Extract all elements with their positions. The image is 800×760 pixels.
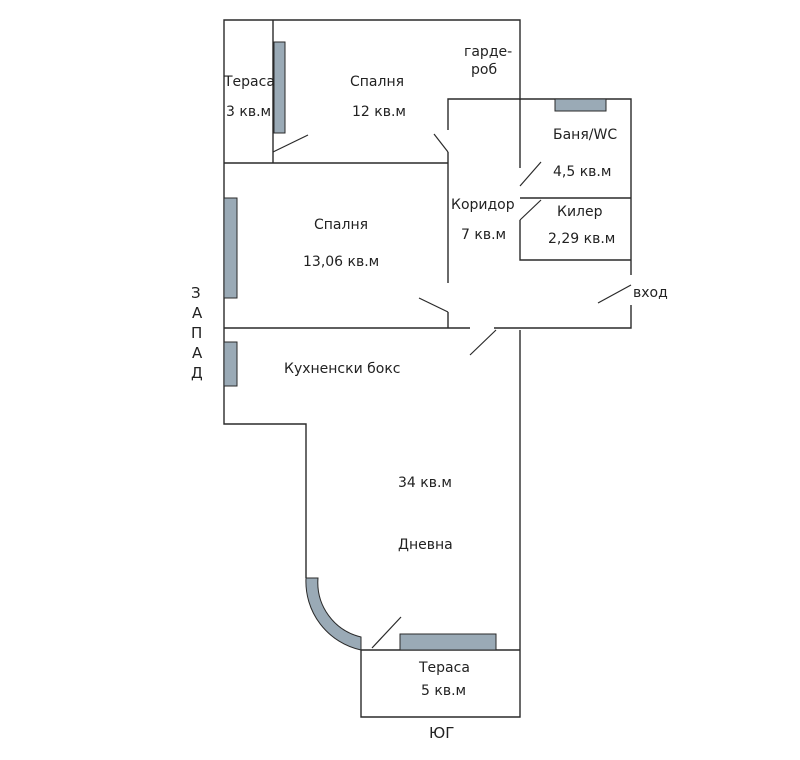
bedroom-1-name: Спалня	[350, 74, 404, 90]
bathroom-name: Баня/WC	[553, 127, 617, 143]
bedroom-2-area: 13,06 кв.м	[303, 254, 379, 270]
door-terrace-south	[371, 616, 402, 649]
door-terrace-nw	[272, 134, 309, 153]
window-bath	[554, 98, 607, 112]
corridor-area: 7 кв.м	[461, 227, 506, 243]
outer-wall-south	[360, 330, 521, 718]
west-letter-2: А	[192, 304, 203, 322]
south-label: ЮГ	[429, 724, 454, 742]
storage-wall	[519, 220, 631, 261]
door-bedroom-1	[433, 133, 449, 153]
door-storage	[519, 199, 542, 221]
terrace-nw-area: 3 кв.м	[226, 104, 271, 120]
terrace-south-area: 5 кв.м	[421, 683, 466, 699]
bedroom-2-name: Спалня	[314, 217, 368, 233]
storage-name: Килер	[557, 204, 603, 220]
living-room-name: Дневна	[398, 537, 453, 553]
west-letter-1: З	[191, 284, 201, 302]
storage-area: 2,29 кв.м	[548, 231, 615, 247]
terrace-nw-name: Тераса	[223, 74, 275, 90]
window-terrace-nw	[273, 41, 286, 134]
door-kitchen	[469, 329, 497, 356]
window-bay-living	[305, 577, 362, 651]
living-room-area: 34 кв.м	[398, 475, 452, 491]
terrace-south-name: Тераса	[418, 660, 470, 676]
bedroom-1-area: 12 кв.м	[352, 104, 406, 120]
wardrobe-label-line1: гарде-	[464, 44, 512, 60]
room-labels: Тераса 3 кв.м Спалня 12 кв.м гарде- роб …	[223, 44, 668, 699]
corridor-name: Коридор	[451, 197, 515, 213]
window-kitchen	[223, 341, 238, 387]
kitchenette-name: Кухненски бокс	[284, 361, 400, 377]
bathroom-area: 4,5 кв.м	[553, 164, 611, 180]
bath-block-wall	[447, 98, 632, 198]
windows	[223, 41, 607, 651]
window-living-south	[399, 633, 497, 651]
west-letter-5: Д	[191, 364, 203, 382]
door-bath	[519, 161, 542, 187]
entrance-label: вход	[633, 285, 668, 301]
doors	[272, 133, 632, 649]
window-bedroom-2	[223, 197, 238, 299]
door-entrance	[597, 284, 632, 304]
west-letter-3: П	[191, 324, 202, 342]
entrance-wall	[520, 305, 632, 329]
compass-labels: З А П А Д ЮГ	[191, 284, 454, 742]
west-letter-4: А	[192, 344, 203, 362]
wardrobe-label-line2: роб	[471, 62, 497, 78]
door-bedroom-2	[418, 297, 449, 313]
